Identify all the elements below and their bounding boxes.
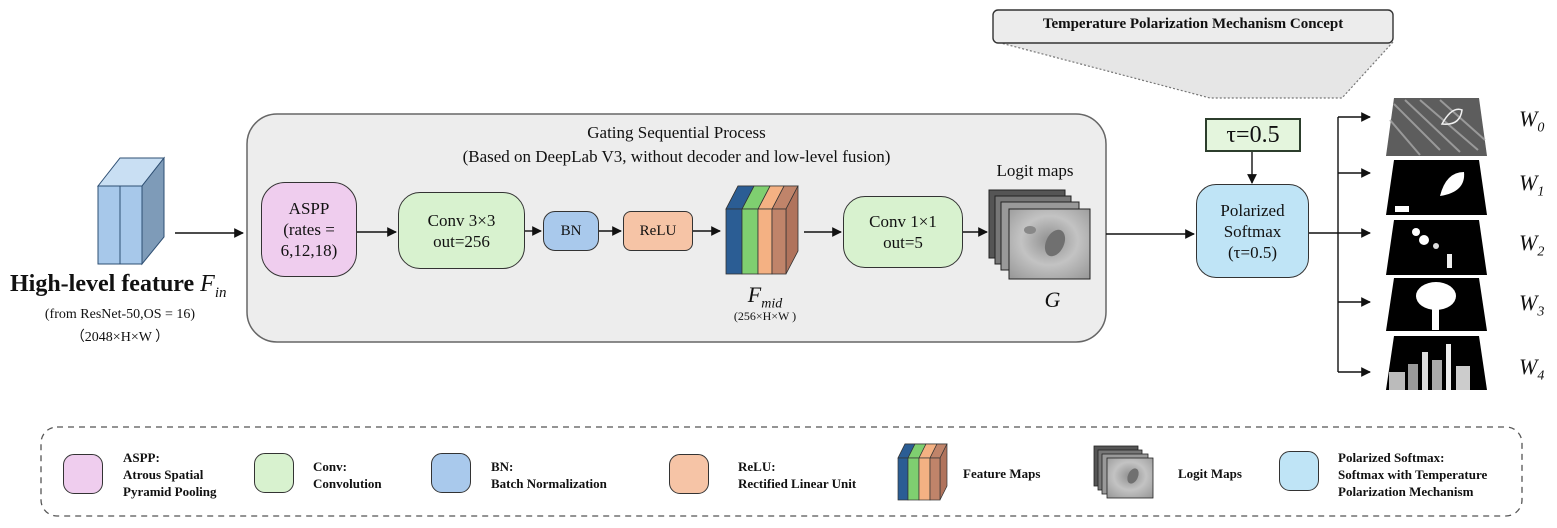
- output-label-w4: W4: [1519, 354, 1545, 384]
- process-subtitle: (Based on DeepLab V3, without decoder an…: [462, 147, 891, 166]
- legend-relu-label: ReLU:Rectified Linear Unit: [738, 459, 857, 491]
- legend-logit-maps-label: Logit Maps: [1178, 466, 1242, 481]
- legend-bn-label: BN:Batch Normalization: [491, 459, 607, 491]
- bn-node: BN: [543, 211, 599, 251]
- input-feature-title: High-level feature: [10, 271, 195, 297]
- legend-logit-maps-icon: [1093, 445, 1154, 499]
- output-map-w3: [1386, 278, 1487, 331]
- concept-title: Temperature Polarization Mechanism Conce…: [1042, 16, 1344, 32]
- logit-maps-label: Logit maps: [996, 161, 1074, 180]
- concept-funnel: [996, 41, 1395, 99]
- input-feature-shape: （2048×H×W ）: [70, 330, 170, 345]
- legend-feature-maps-icon: [897, 443, 948, 501]
- input-feature-block-icon: [96, 156, 166, 266]
- legend-aspp-swatch: [63, 454, 103, 494]
- legend-softmax-label: Polarized Softmax:Softmax with Temperatu…: [1338, 450, 1488, 499]
- output-map-w4: [1386, 336, 1487, 390]
- output-label-w0: W0: [1519, 106, 1545, 136]
- legend-feature-maps-label: Feature Maps: [963, 466, 1041, 481]
- output-label-w3: W3: [1519, 290, 1545, 320]
- relu-node: ReLU: [623, 211, 693, 251]
- aspp-node: ASPP(rates =6,12,18): [261, 182, 357, 277]
- input-feature-source: (from ResNet-50,OS = 16): [44, 307, 196, 322]
- input-feature-label: High-level feature Fin: [10, 271, 250, 302]
- input-feature-symbol: Fin: [200, 271, 227, 301]
- legend-conv-label: Conv:Convolution: [313, 459, 382, 491]
- legend-bn-swatch: [431, 453, 471, 493]
- legend-softmax-swatch: [1279, 451, 1319, 491]
- output-map-w0: [1386, 98, 1487, 156]
- output-branches: [1309, 112, 1371, 377]
- output-map-w1: [1386, 160, 1487, 215]
- process-title: Gating Sequential Process: [587, 123, 766, 142]
- logit-maps-icon: [988, 189, 1091, 280]
- tau-box: τ=0.5: [1205, 118, 1301, 152]
- output-map-w2: [1386, 220, 1487, 275]
- legend-conv-swatch: [254, 453, 294, 493]
- output-label-w1: W1: [1519, 170, 1545, 200]
- fmid-symbol: Fmid: [747, 282, 783, 312]
- logit-symbol: G: [1044, 287, 1061, 312]
- legend-relu-swatch: [669, 454, 709, 494]
- concept-title-box: [992, 9, 1394, 44]
- feature-maps-icon: [725, 185, 799, 275]
- output-label-w2: W2: [1519, 230, 1545, 260]
- legend-container: [40, 426, 1523, 517]
- fmid-shape: (256×H×W ): [733, 309, 797, 323]
